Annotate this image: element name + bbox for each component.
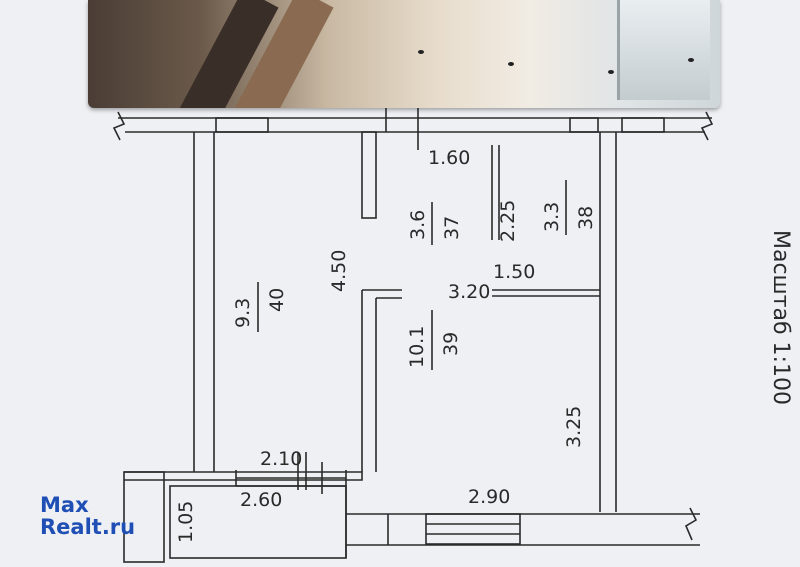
room-38-number: 38 bbox=[575, 206, 597, 230]
wall-stub bbox=[361, 131, 377, 219]
break-mark bbox=[684, 507, 698, 541]
window-bottom bbox=[425, 513, 521, 545]
room-37-number: 37 bbox=[441, 216, 463, 240]
wall-bottom-corner bbox=[123, 471, 165, 563]
room-39-number: 39 bbox=[440, 332, 462, 356]
room-39-area: 10.1 bbox=[406, 326, 428, 368]
site-logo: Max Realt.ru bbox=[40, 494, 135, 538]
dim-2-60: 2.60 bbox=[240, 489, 282, 511]
room-37-area: 3.6 bbox=[407, 210, 429, 240]
window-top-mid bbox=[569, 117, 599, 133]
dim-2-90: 2.90 bbox=[468, 486, 510, 508]
room-40-area: 9.3 bbox=[232, 298, 254, 328]
photo-lamp bbox=[418, 50, 424, 54]
break-mark bbox=[112, 111, 126, 141]
photo-lamp bbox=[688, 58, 694, 62]
interior-photo bbox=[88, 0, 720, 108]
photo-lamp bbox=[608, 70, 614, 74]
dim-3-25: 3.25 bbox=[563, 406, 585, 448]
photo-lamp bbox=[508, 62, 514, 66]
dim-1-05: 1.05 bbox=[175, 501, 197, 543]
dim-4-50: 4.50 bbox=[328, 250, 350, 292]
photo-window bbox=[617, 0, 710, 100]
logo-line-1: Max bbox=[40, 493, 89, 517]
logo-line-2: Realt.ru bbox=[40, 515, 136, 539]
dim-2-10: 2.10 bbox=[260, 448, 302, 470]
scale-label: Масштаб 1:100 bbox=[768, 230, 793, 405]
dim-1-50: 1.50 bbox=[493, 261, 535, 283]
window-top-left bbox=[215, 117, 269, 133]
dim-1-60: 1.60 bbox=[428, 147, 470, 169]
dim-3-20: 3.20 bbox=[448, 281, 490, 303]
room-38-area: 3.3 bbox=[541, 202, 563, 232]
break-mark bbox=[700, 111, 714, 141]
window-top-right bbox=[621, 117, 665, 133]
room-40-number: 40 bbox=[266, 288, 288, 312]
dim-2-25: 2.25 bbox=[497, 200, 519, 242]
wall-bottom-left bbox=[124, 471, 363, 481]
